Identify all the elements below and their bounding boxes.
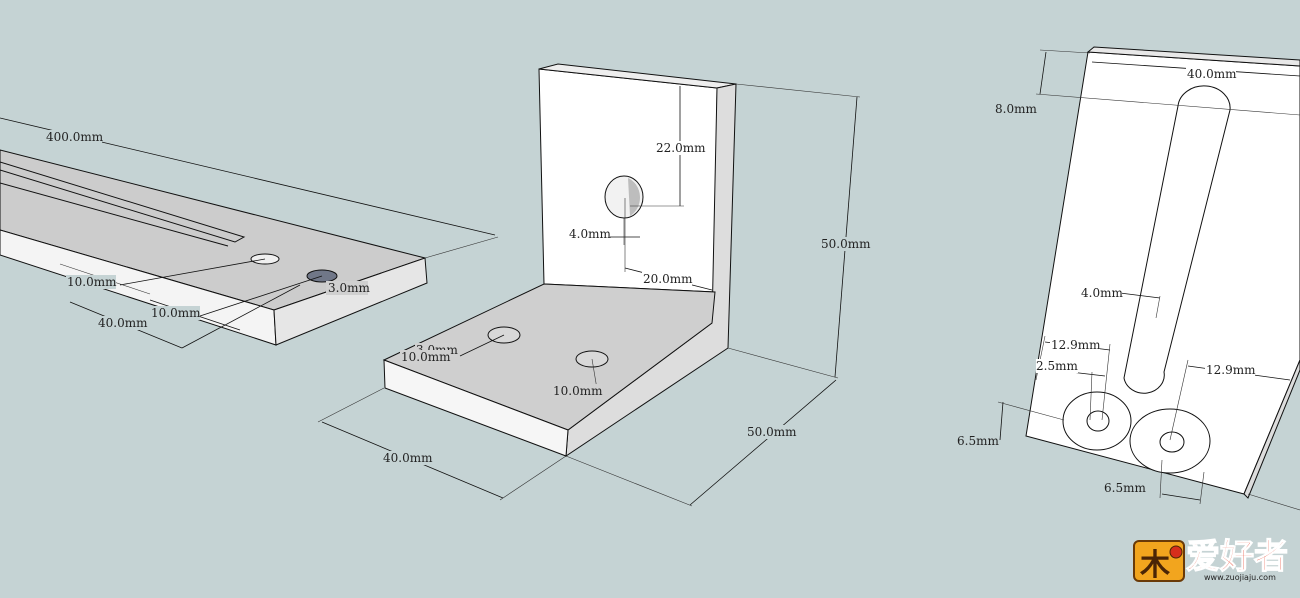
plate-hole-right-inner — [1159, 431, 1185, 453]
plate-hole-left-inner — [1086, 410, 1110, 432]
small-dia-label: 2.5mm — [1036, 359, 1078, 373]
depth-label: 50.0mm — [747, 425, 797, 439]
site-logo: 木 爱好者 www.zuojiaju.com — [1133, 536, 1289, 583]
base-hole-offset-2-label: 10.0mm — [553, 384, 603, 398]
height-label: 50.0mm — [821, 237, 871, 251]
width-label: 40.0mm — [383, 451, 433, 465]
hole-side-label: 20.0mm — [643, 272, 693, 286]
plate-width-label: 40.0mm — [1187, 67, 1237, 81]
base-hole-offset-1-label: 10.0mm — [401, 350, 451, 364]
hole-offset-1-label: 10.0mm — [67, 275, 117, 289]
plate-top-edge — [1086, 46, 1300, 67]
left-offset-label: 12.9mm — [1051, 338, 1101, 352]
long-bar-slot — [0, 161, 246, 243]
bracket-base-top — [382, 283, 716, 431]
right-offset-label: 12.9mm — [1206, 363, 1256, 377]
plate-right-edge — [1243, 359, 1300, 499]
bottom-margin-right-label: 6.5mm — [1104, 481, 1146, 495]
logo-url: www.zuojiaju.com — [1204, 573, 1276, 582]
hole-dia-label: 3.0mm — [328, 281, 370, 295]
slotted-plate-part: 40.0mm 8.0mm 4.0mm 12.9mm 2.5mm 12.9mm 6 — [956, 46, 1300, 511]
length-label: 400.0mm — [46, 130, 104, 144]
angle-bracket-part: 22.0mm 4.0mm 20.0mm 50.0mm 50.0mm 40.0mm… — [317, 63, 871, 507]
long-bar-end-face — [273, 257, 428, 346]
long-bar-slot-inner — [0, 182, 229, 247]
plate-slot — [1123, 85, 1231, 394]
top-margin-label: 8.0mm — [995, 102, 1037, 116]
slot-width-label: 4.0mm — [1081, 286, 1123, 300]
logo-text: 爱好者 — [1186, 537, 1288, 577]
bottom-margin-left-label: 6.5mm — [957, 434, 999, 448]
svg-text:木: 木 — [1139, 548, 1170, 583]
logo-mark-icon: 木 — [1133, 540, 1185, 583]
hole-spacing-label: 40.0mm — [98, 316, 148, 330]
long-bar-part: 400.0mm 10.0mm 40.0mm 10.0mm 3.0mm — [0, 117, 499, 349]
hole-dia-label-center: 4.0mm — [569, 227, 611, 241]
hole-top-label: 22.0mm — [656, 141, 706, 155]
hole-offset-2-label: 10.0mm — [151, 306, 201, 320]
